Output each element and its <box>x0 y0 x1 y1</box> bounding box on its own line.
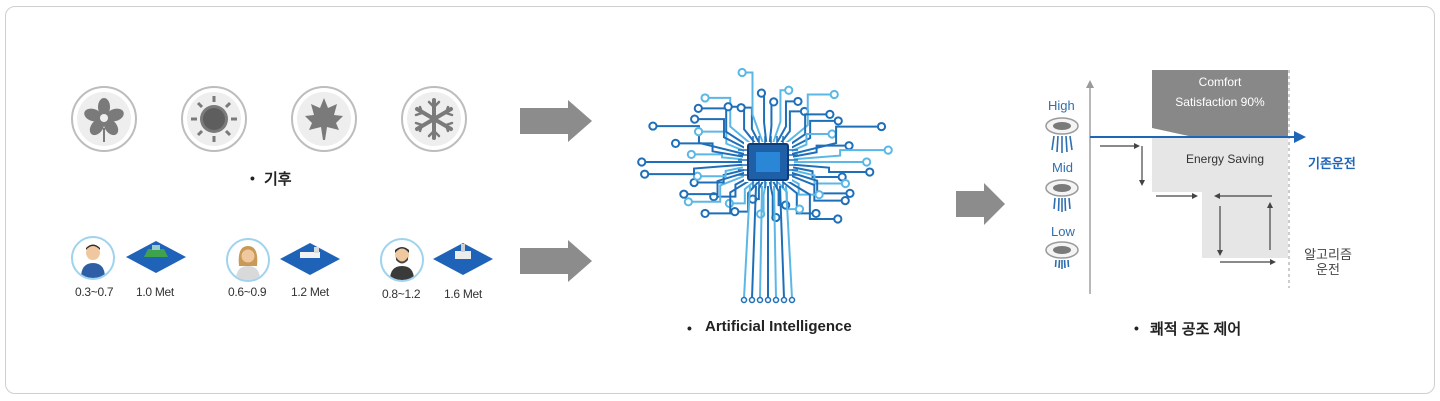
level-mid-label: Mid <box>1052 160 1073 175</box>
air-vent-low-icon <box>1044 240 1080 282</box>
level-low-label: Low <box>1051 224 1075 239</box>
person-1-met: 1.0 Met <box>136 285 174 299</box>
algorithm-label-line2: 운전 <box>1316 262 1340 277</box>
woman-avatar-icon <box>226 238 270 282</box>
arrow-right-icon <box>520 240 592 282</box>
ai-bullet: • <box>687 320 692 336</box>
sitting-activity-icon <box>124 237 188 282</box>
climate-caption: 기후 <box>264 171 292 188</box>
comfort-control-chart <box>1086 70 1306 294</box>
air-vent-high-icon <box>1044 116 1080 158</box>
person-3-range: 0.8~1.2 <box>382 287 421 301</box>
bearded-man-avatar-icon <box>380 238 424 282</box>
existing-operation-label: 기존운전 <box>1308 156 1356 171</box>
control-caption: 쾌적 공조 제어 <box>1150 321 1242 338</box>
arrow-right-icon <box>520 100 592 142</box>
flower-icon <box>71 86 137 152</box>
comfort-label-line1: Comfort <box>1198 75 1242 89</box>
comfort-box <box>1152 70 1288 138</box>
desk-activity-icon <box>278 239 342 284</box>
man-avatar-icon <box>71 236 115 280</box>
person-2-range: 0.6~0.9 <box>228 285 267 299</box>
level-high-label: High <box>1048 98 1075 113</box>
person-1-range: 0.3~0.7 <box>75 285 114 299</box>
comfort-label-line2: Satisfaction 90% <box>1175 95 1265 109</box>
air-vent-mid-icon <box>1044 178 1080 220</box>
energy-saving-label: Energy Saving <box>1185 152 1265 166</box>
person-3-met: 1.6 Met <box>444 287 482 301</box>
control-bullet: • <box>1134 320 1139 336</box>
sun-icon <box>181 86 247 152</box>
arrow-right-icon <box>956 183 1005 225</box>
algorithm-label-line1: 알고리즘 <box>1304 247 1352 262</box>
climate-bullet: • <box>250 170 255 186</box>
snowflake-icon <box>401 86 467 152</box>
person-2-met: 1.2 Met <box>291 285 329 299</box>
standing-activity-icon <box>431 239 495 284</box>
maple-leaf-icon <box>291 86 357 152</box>
ai-caption: Artificial Intelligence <box>705 318 852 335</box>
ai-brain-chip-icon <box>637 67 893 304</box>
